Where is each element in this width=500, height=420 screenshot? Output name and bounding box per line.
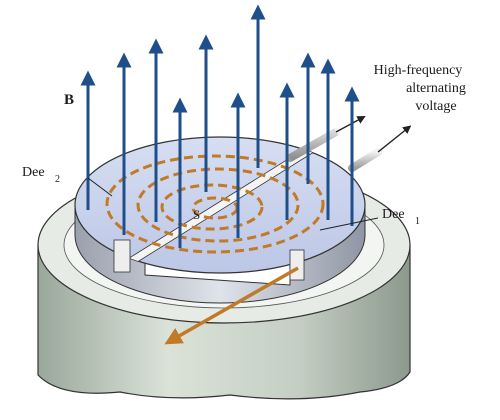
field-lines [80,4,360,248]
voltage-label: High-frequency alternating voltage [374,63,466,114]
lead-arrow-upper [335,116,366,133]
voltage-label-line3: voltage [415,99,456,114]
dee2-subscript: 2 [55,174,60,185]
voltage-label-line2: alternating [406,81,466,96]
dee2-label: Dee [22,165,45,180]
dee-assembly [74,136,366,304]
source-label: S [193,207,200,222]
lead-arrow-lower [377,125,412,153]
voltage-label-line1: High-frequency [374,63,463,78]
exit-beam-arrow [164,266,299,345]
dee1-leader [319,217,379,231]
dee1-subscript: 1 [415,216,420,227]
dee2-leader [87,177,113,197]
field-label: B [64,92,74,108]
dee1-label: Dee [382,207,405,222]
